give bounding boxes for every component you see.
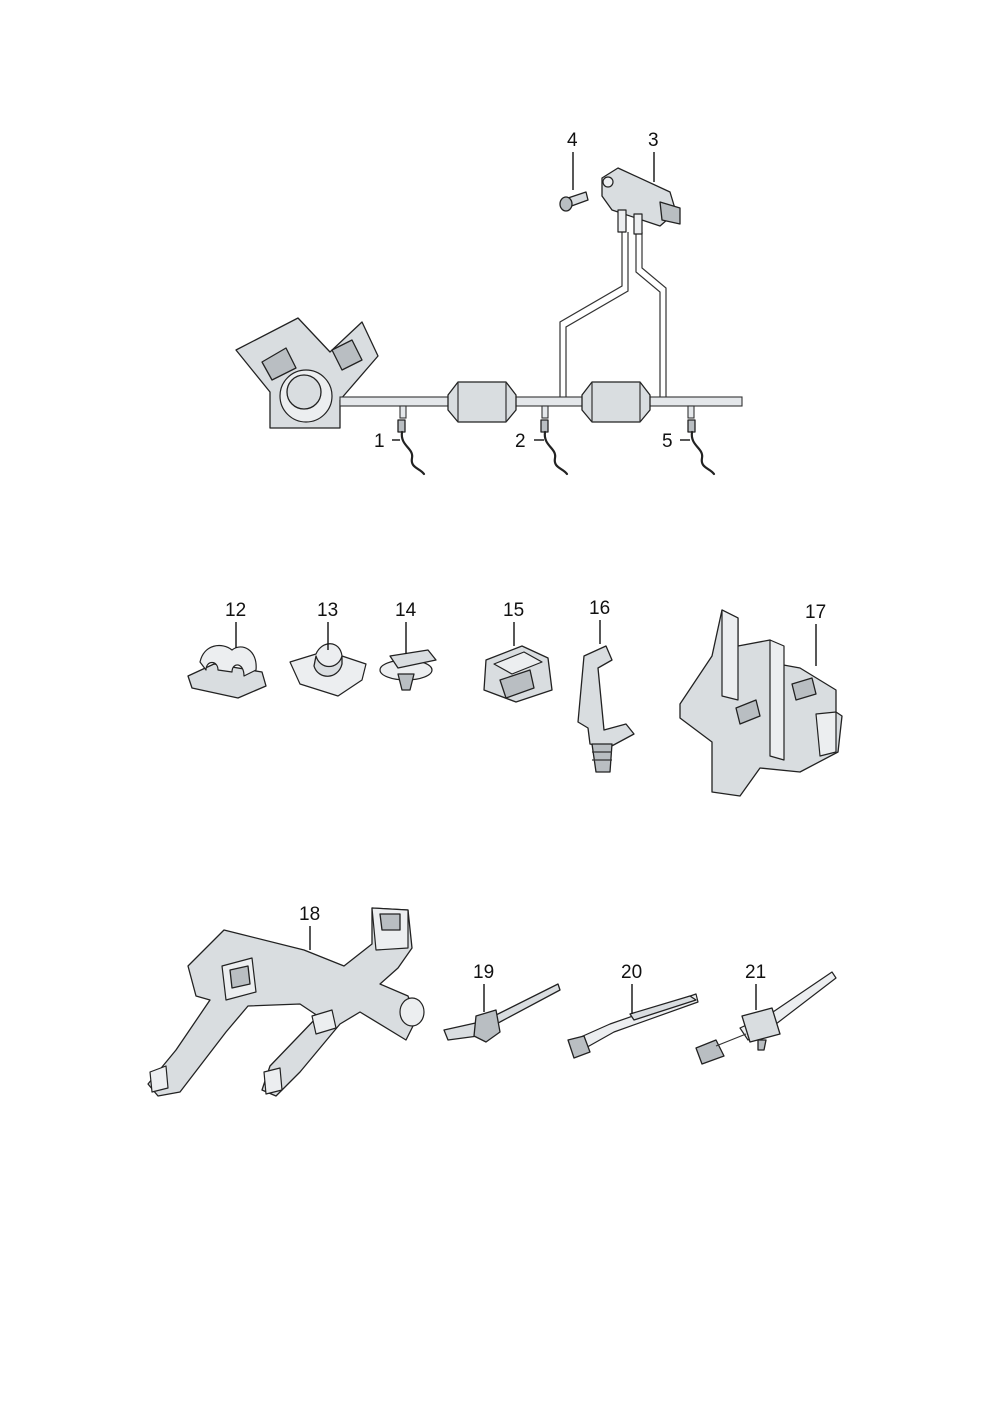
label-13: 13: [317, 600, 338, 621]
label-14: 14: [395, 600, 417, 621]
label-18: 18: [299, 904, 320, 925]
cable-tie-21: [695, 971, 837, 1065]
label-21: 21: [745, 962, 766, 983]
label-4: 4: [567, 130, 578, 151]
pressure-sensor: [601, 167, 681, 235]
temperature-sender-5: [687, 419, 716, 476]
catalytic-converter-front: [447, 381, 517, 423]
exhaust-pipe: [339, 396, 743, 407]
label-19: 19: [473, 962, 494, 983]
label-12: 12: [225, 600, 246, 621]
label-20: 20: [621, 962, 642, 983]
label-1: 1: [374, 431, 385, 452]
cable-tie-holder-16: [577, 645, 635, 773]
leader-lines: [235, 152, 817, 1014]
exhaust-assembly: [235, 167, 743, 476]
temperature-sender-2: [540, 419, 569, 476]
clip-15: [483, 645, 553, 703]
cable-tie-19: [443, 983, 561, 1043]
diesel-particulate-filter: [581, 381, 651, 423]
label-17: 17: [805, 602, 826, 623]
pressure-hoses: [559, 232, 667, 397]
label-3: 3: [648, 130, 659, 151]
engine-block: [235, 317, 379, 429]
clip-14: [379, 649, 437, 691]
temperature-sender-1: [397, 419, 426, 476]
label-15: 15: [503, 600, 524, 621]
part-labels: 1 2 5 3 4 12 13 14 15 16 17 18 19 20 21: [225, 130, 826, 983]
bracket-18: [147, 907, 425, 1097]
label-16: 16: [589, 598, 610, 619]
label-5: 5: [662, 431, 673, 452]
clip-12: [187, 644, 267, 699]
cable-tie-20: [567, 993, 699, 1059]
bolt: [559, 191, 589, 212]
label-2: 2: [515, 431, 526, 452]
clamp-13: [289, 643, 367, 697]
bracket-17: [679, 609, 843, 797]
